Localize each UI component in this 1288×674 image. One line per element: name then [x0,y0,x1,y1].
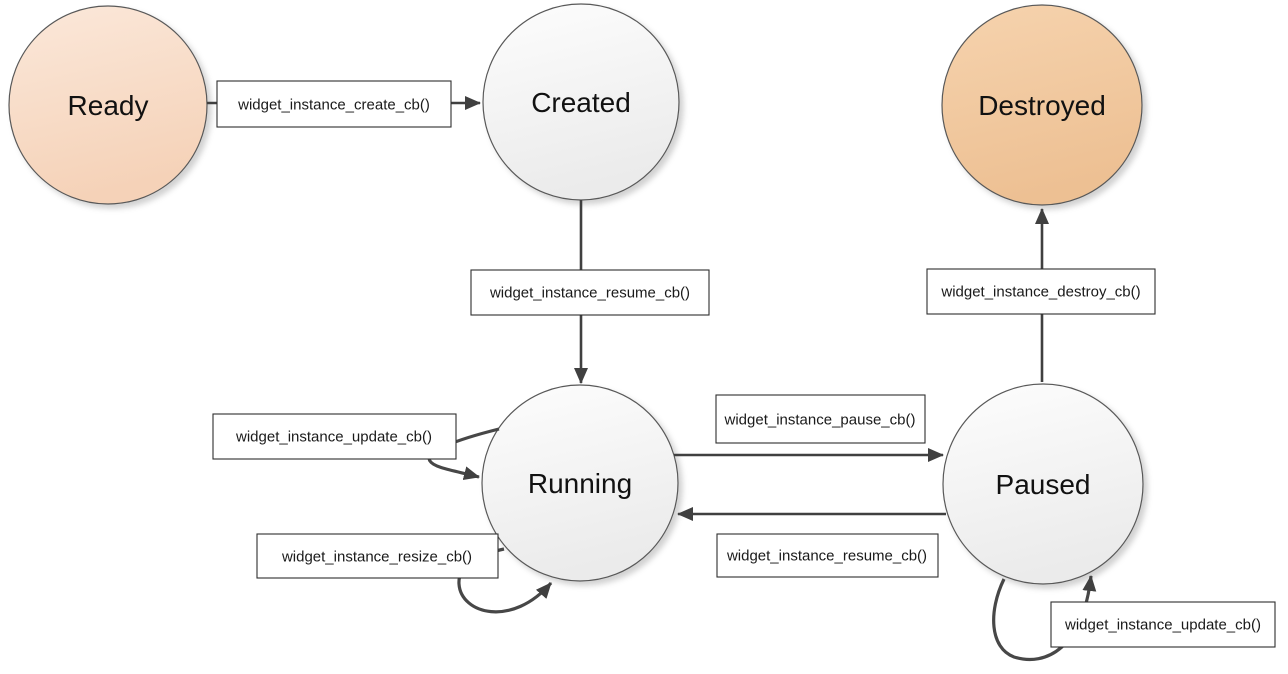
transition-label-text: widget_instance_resize_cb() [281,548,472,565]
transition-label-text: widget_instance_resume_cb() [489,284,690,301]
transition-update-paused: widget_instance_update_cb() [1050,601,1276,648]
transition-update-running: widget_instance_update_cb() [212,413,457,460]
transition-label-box [926,268,1156,315]
state-node-paused [942,383,1144,585]
transition-label-box [470,269,710,316]
transition-destroy: widget_instance_destroy_cb() [926,268,1156,315]
state-label-running: Running [528,468,632,499]
transition-resize-running: widget_instance_resize_cb() [256,533,499,579]
state-circle-ready [8,5,208,205]
transition-label-box [256,533,499,579]
state-label-created: Created [531,87,631,118]
transition-label-text: widget_instance_update_cb() [1064,616,1261,633]
transition-label-box [216,80,452,128]
transition-pause: widget_instance_pause_cb() [715,394,926,444]
transition-label-text: widget_instance_destroy_cb() [940,283,1140,300]
state-label-paused: Paused [996,469,1091,500]
state-node-destroyed [941,4,1143,206]
state-label-destroyed: Destroyed [978,90,1106,121]
transition-label-box [715,394,926,444]
state-node-ready [8,5,208,205]
state-label-ready: Ready [68,90,149,121]
state-node-running [481,384,679,582]
transition-label-text: widget_instance_create_cb() [237,96,430,113]
state-circle-paused [942,383,1144,585]
state-circle-running [481,384,679,582]
transition-resume-created: widget_instance_resume_cb() [470,269,710,316]
state-circle-destroyed [941,4,1143,206]
transition-label-box [1050,601,1276,648]
transition-label-box [212,413,457,460]
transition-resume-paused: widget_instance_resume_cb() [716,533,939,578]
self-loop-running-update [427,427,500,480]
transition-label-text: widget_instance_update_cb() [235,428,432,445]
transition-label-text: widget_instance_pause_cb() [724,411,916,428]
transition-label-text: widget_instance_resume_cb() [726,547,927,564]
transition-label-box [716,533,939,578]
transition-create: widget_instance_create_cb() [216,80,452,128]
